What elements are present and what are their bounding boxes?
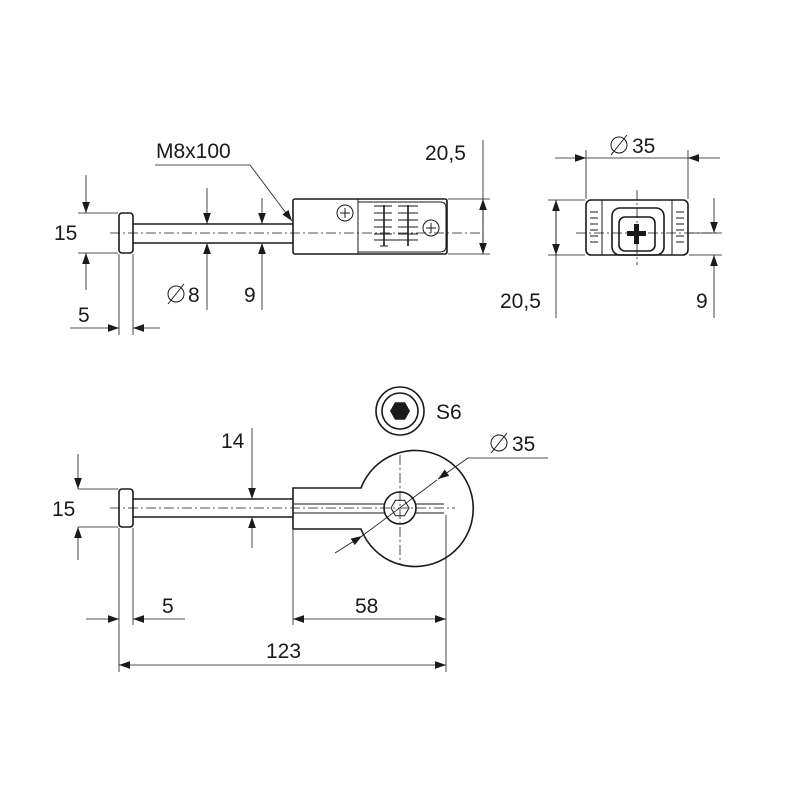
end-height-label: 20,5 — [500, 290, 541, 313]
diameter-icon — [167, 283, 185, 305]
screw-icon — [336, 204, 354, 222]
head-width-label: 5 — [78, 304, 90, 327]
connector-body — [292, 198, 448, 255]
plan-rod-label: 14 — [221, 430, 245, 453]
cam-hex-icon — [390, 499, 410, 517]
plan-head-label: 15 — [52, 498, 75, 521]
head-height-label: 15 — [54, 222, 77, 245]
plan-view: 14 15 5 58 123 35 — [52, 428, 548, 672]
side-view: M8x100 15 5 8 9 20,5 — [54, 140, 490, 335]
socket-symbol: S6 — [375, 386, 462, 436]
plan-connector — [292, 449, 474, 568]
socket-inner — [381, 392, 419, 430]
rod-offset-label: 9 — [244, 284, 256, 307]
rod-diameter-label: 8 — [188, 284, 200, 307]
end-diameter-label: 35 — [632, 135, 655, 158]
plan-diameter-label: 35 — [512, 433, 535, 456]
end-offset-label: 9 — [696, 290, 708, 313]
socket-outer — [375, 386, 425, 436]
end-view: 35 20,5 9 — [500, 134, 722, 318]
diameter-icon — [610, 134, 628, 156]
plan-total-label: 123 — [266, 640, 301, 663]
cross-icon — [627, 224, 646, 244]
body-height-label: 20,5 — [425, 142, 466, 165]
socket-label: S6 — [436, 401, 462, 424]
hex-icon — [390, 402, 410, 420]
plan-connector-label: 58 — [355, 595, 378, 618]
thread-label: M8x100 — [156, 140, 231, 163]
diameter-icon — [490, 432, 508, 454]
plan-head-width-label: 5 — [162, 595, 174, 618]
screw-icon — [422, 219, 440, 237]
side-ribs — [590, 211, 684, 243]
body-inner — [358, 201, 447, 253]
cam-housing — [611, 207, 665, 256]
serration-pattern — [374, 205, 418, 247]
thread-leader — [249, 164, 293, 222]
